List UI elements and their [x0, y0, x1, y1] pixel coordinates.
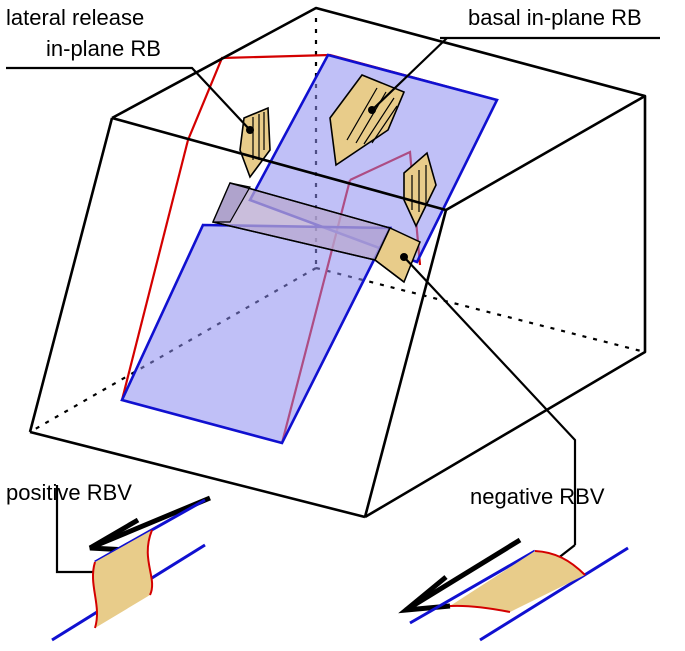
label-basal-in-plane-rb: basal in-plane RB [468, 5, 642, 30]
positive-rbv-inset [51, 495, 211, 642]
marker-dot-basal [368, 106, 376, 114]
negative-rbv-inset [398, 537, 629, 642]
lower-shear-plane [120, 223, 393, 445]
rb-lateral-release [239, 106, 271, 179]
label-positive-rbv: positive RBV [6, 480, 132, 505]
label-lateral-release-line2: in-plane RB [46, 36, 161, 61]
marker-dot-bar-end [400, 253, 408, 261]
rock-bar [211, 182, 421, 284]
block-outline [28, 6, 647, 519]
label-lateral-release-line1: lateral release [6, 5, 144, 30]
marker-dot-lateral [246, 126, 254, 134]
leader-lines [6, 36, 660, 581]
label-negative-rbv: negative RBV [470, 484, 605, 509]
